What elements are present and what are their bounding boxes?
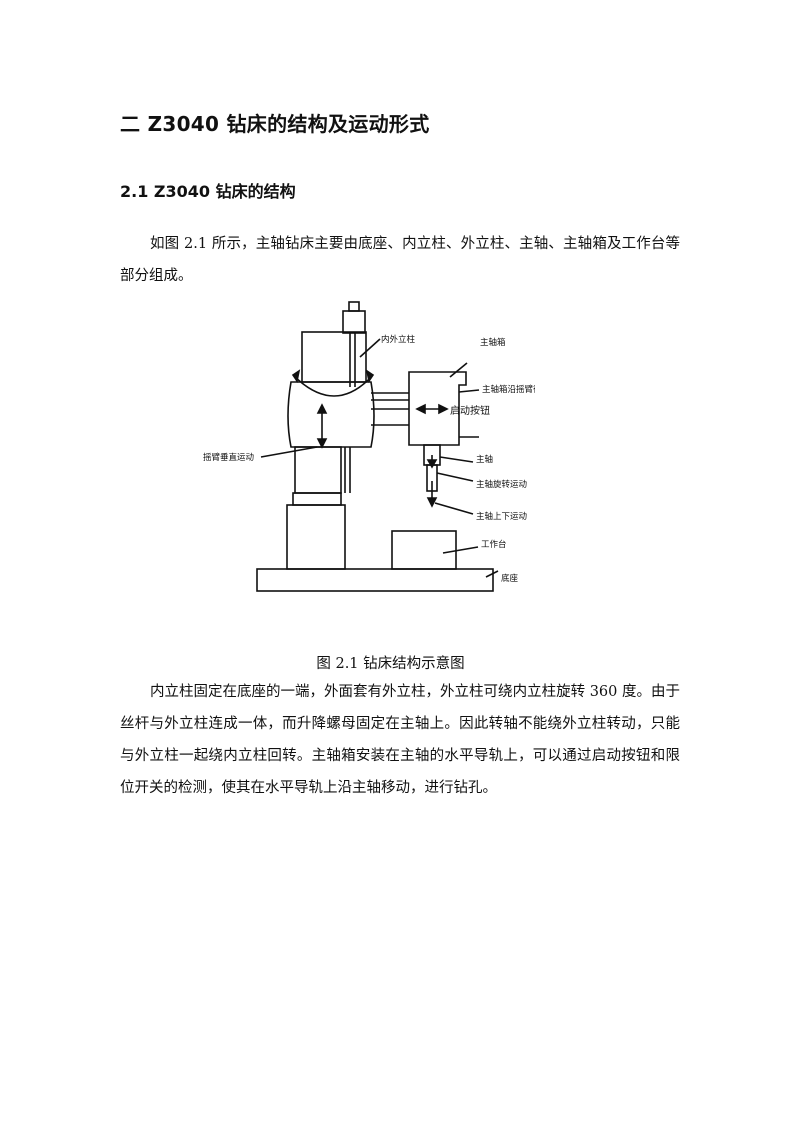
label-start-button: 启动按钮 [450,404,490,417]
label-spindle-rotation: 主轴旋转运动 [476,479,528,490]
label-spindle-box-radial: 主轴箱沿摇臂径向运动 [482,384,535,395]
label-worktable: 工作台 [481,539,507,550]
worktable-shape [391,530,457,570]
section-heading: 二 Z3040 钻床的结构及运动形式 [120,112,430,136]
drill-diagram: 内外立柱 主轴箱 主轴箱沿摇臂径向运动 启动按钮 摇臂垂直运动 主轴 主轴旋转运… [203,301,568,592]
label-spindle-up-down: 主轴上下运动 [476,511,528,522]
spindle-box-shape [408,371,467,446]
column-middle [294,446,342,494]
label-base: 底座 [501,573,519,584]
subsection-heading: 2.1 Z3040 钻床的结构 [120,182,296,201]
figure-caption: 图 2.1 钻床结构示意图 [0,652,793,673]
column-lower [286,504,346,570]
label-spindle: 主轴 [476,454,493,465]
body-paragraph: 内立柱固定在底座的一端，外面套有外立柱，外立柱可绕内立柱旋转 360 度。由于丝… [120,684,680,796]
label-spindle-box: 主轴箱 [480,337,506,348]
figure-caption-text: 图 2.1 钻床结构示意图 [316,656,465,672]
motor-shape [342,310,366,334]
intro-paragraph: 如图 2.1 所示，主轴钻床主要由底座、内立柱、外立柱、主轴、主轴箱及工作台等部… [120,236,680,284]
label-rocker-vertical: 摇臂垂直运动 [203,452,255,463]
label-inner-outer-column: 内外立柱 [381,334,416,345]
column-ring [292,492,342,506]
drill-structure-figure: 内外立柱 主轴箱 主轴箱沿摇臂径向运动 启动按钮 摇臂垂直运动 主轴 主轴旋转运… [195,297,568,615]
base-shape [256,568,494,592]
rocker-sleeve [287,381,375,448]
column-upper [301,331,367,383]
